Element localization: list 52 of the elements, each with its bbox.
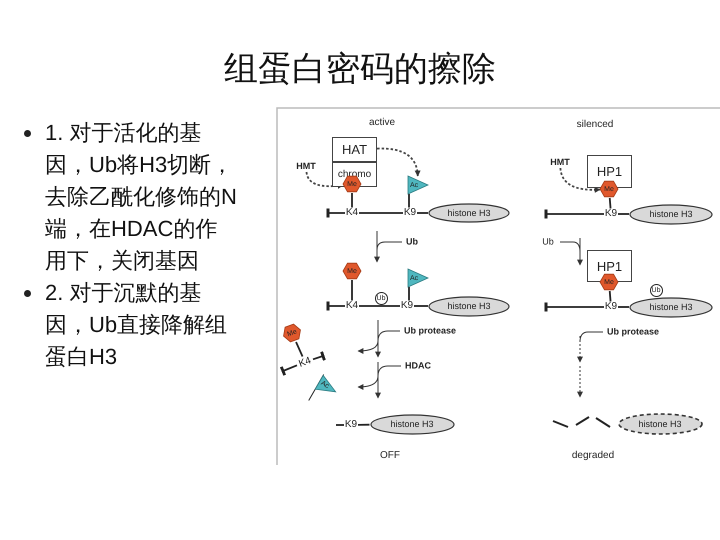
connector-line — [544, 302, 604, 312]
slide-title: 组蛋白密码的擦除 — [223, 48, 497, 91]
connector-line — [359, 212, 403, 214]
residue-label: K4 — [345, 208, 359, 218]
histone-ellipse: histone H3 — [629, 296, 713, 318]
connector-line — [608, 290, 612, 302]
residue-label: K9 — [604, 302, 618, 312]
connector-line — [295, 342, 304, 357]
connector-line — [408, 194, 410, 208]
connector-line — [312, 351, 326, 361]
state-label: silenced — [576, 120, 614, 130]
connector-line — [417, 212, 428, 214]
enzyme-label: HMT — [294, 160, 318, 172]
connector-line — [280, 364, 298, 376]
dashed-arrow — [377, 148, 420, 177]
step-label: HDAC — [405, 362, 431, 370]
residue-label: K9 — [344, 420, 358, 430]
protein-box: HAT — [332, 137, 377, 162]
state-label: active — [368, 118, 396, 128]
step-label: Ub protease — [607, 328, 660, 336]
histone-ellipse: histone H3 — [428, 296, 510, 316]
connector-line — [414, 305, 428, 307]
dashed-arrow — [560, 168, 601, 193]
connector-line — [358, 424, 370, 426]
connector-line — [618, 213, 629, 215]
step-label: Ub — [542, 238, 554, 246]
histone-ellipse: histone H3 — [428, 203, 510, 223]
connector-line — [359, 305, 400, 307]
step-label: Ub protease — [404, 326, 456, 336]
connector-line — [618, 306, 629, 308]
residue-label: K4 — [345, 300, 359, 312]
bullet-text: 2. 对于沉默的基因，Ub直接降解组蛋白H3 — [45, 279, 228, 371]
enzyme-label: HMT — [548, 156, 572, 168]
connector-line — [351, 280, 353, 300]
connector-line — [336, 424, 344, 426]
connector-line — [351, 193, 353, 208]
residue-label: K4 — [296, 354, 314, 370]
residue-label: K9 — [403, 208, 417, 218]
histone-ellipse: histone H3 — [370, 414, 454, 434]
connector-line — [544, 210, 604, 218]
state-label: OFF — [380, 451, 400, 461]
state-label: degraded — [572, 451, 614, 461]
step-label: Ub — [406, 238, 418, 246]
histone-ellipse: histone H3 — [618, 413, 702, 435]
bullet-text: 1. 对于活化的基因，Ub将H3切断，去除乙酰化修饰的N端，在HDAC的作用下，关闭基因 — [45, 119, 237, 275]
connector-line — [608, 198, 612, 209]
histone-ellipse: histone H3 — [629, 204, 713, 224]
connector-line — [326, 208, 345, 218]
connector-line — [408, 287, 410, 300]
connector-line — [326, 302, 345, 310]
residue-label: K9 — [604, 208, 618, 220]
residue-label: K9 — [400, 300, 414, 312]
